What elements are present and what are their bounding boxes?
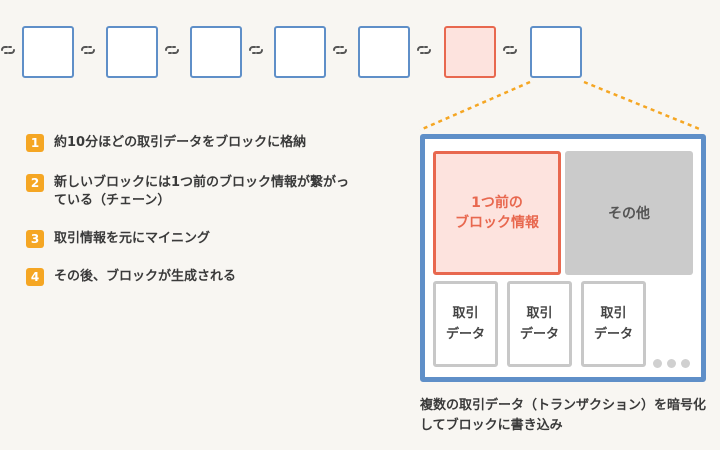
transaction-data-box: 取引 データ (581, 281, 646, 367)
chain-block (274, 26, 326, 78)
zoom-line-left (419, 80, 531, 132)
chain-link-icon (81, 46, 95, 54)
zoom-lines (419, 80, 703, 132)
step-text: 新しいブロックには1つ前のブロック情報が繋がっている（チェーン） (54, 175, 350, 208)
block-detail: 1つ前の ブロック情報 その他 取引 データ 取引 データ 取引 データ (420, 134, 706, 382)
step-number-badge: 2 (26, 174, 44, 192)
chain-link-icon (333, 46, 347, 54)
chain-block (106, 26, 158, 78)
chain-block-highlighted (444, 26, 496, 78)
step-number-badge: 4 (26, 268, 44, 286)
chain-link-icon (249, 46, 263, 54)
step-text: 取引情報を元にマイニング (54, 231, 211, 246)
caption: 複数の取引データ（トランザクション）を暗号化してブロックに書き込み (420, 398, 707, 433)
chain-block (22, 26, 74, 78)
step-text: その後、ブロックが生成される (54, 269, 237, 284)
step-text: 約10分ほどの取引データをブロックに格納 (54, 135, 307, 150)
ellipsis-dot (667, 359, 676, 368)
previous-block-label-line1: 1つ前の (471, 195, 523, 211)
step-number-badge: 1 (26, 134, 44, 152)
transaction-data-box: 取引 データ (507, 281, 572, 367)
transaction-data-box: 取引 データ (433, 281, 498, 367)
other-info: その他 (565, 151, 693, 275)
chain-block (190, 26, 242, 78)
chain-link-icon (1, 46, 15, 54)
ellipsis-dot (653, 359, 662, 368)
block-chain (0, 0, 720, 100)
chain-block (358, 26, 410, 78)
chain-link-icon (165, 46, 179, 54)
step-number-badge: 3 (26, 230, 44, 248)
previous-block-label-line2: ブロック情報 (455, 215, 539, 231)
previous-block-info: 1つ前の ブロック情報 (433, 151, 561, 275)
ellipsis-dot (681, 359, 690, 368)
chain-block-new (530, 26, 582, 78)
chain-link-icon (503, 46, 517, 54)
zoom-line-right (583, 80, 703, 132)
chain-link-icon (417, 46, 431, 54)
